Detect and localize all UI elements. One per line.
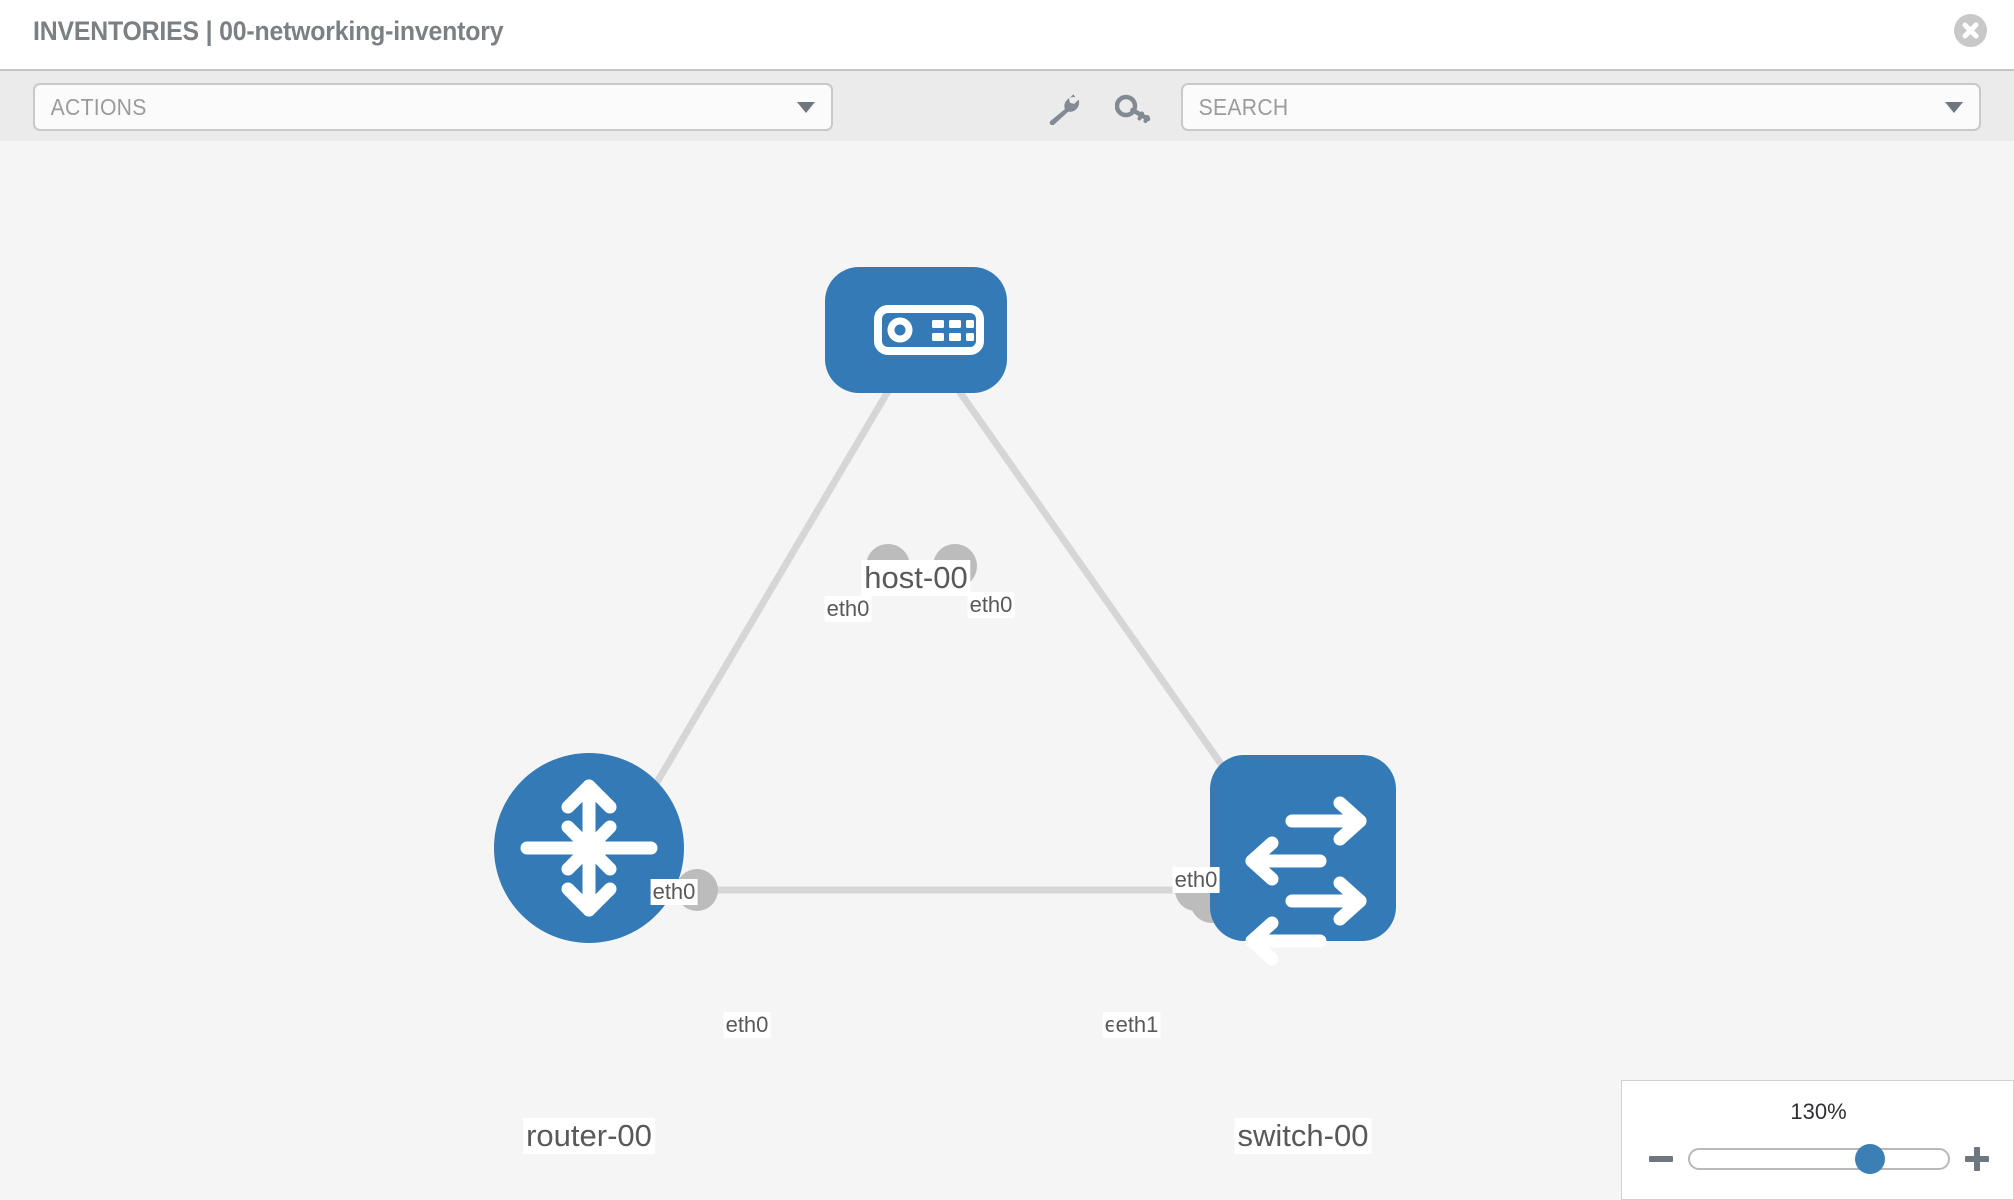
zoom-in-button[interactable]	[1964, 1146, 1990, 1172]
node-label-router: router-00	[523, 1118, 655, 1154]
router-arrows-icon	[520, 779, 658, 917]
search-input[interactable]: SEARCH	[1181, 83, 1981, 131]
topology-graph	[494, 267, 1396, 966]
zoom-slider-row	[1622, 1139, 2014, 1179]
wrench-icon[interactable]	[1045, 93, 1081, 126]
server-icon	[874, 305, 984, 355]
toolbar: ACTIONS SEARCH	[0, 69, 2014, 141]
link-label: eth1	[1113, 1012, 1161, 1038]
link-label: eth0	[824, 596, 872, 622]
close-icon[interactable]	[1954, 14, 1987, 47]
node-router-00[interactable]	[494, 753, 684, 943]
switch-arrows-icon	[1245, 796, 1367, 966]
zoom-level-value: 130%	[1790, 1099, 1847, 1124]
node-host-00[interactable]	[825, 267, 1007, 393]
zoom-out-button[interactable]	[1648, 1146, 1674, 1172]
search-chevron-down-icon	[1945, 102, 1963, 113]
link-label: eth0	[723, 1012, 771, 1038]
zoom-control-panel: 130%	[1621, 1080, 2014, 1200]
node-label-host: host-00	[861, 560, 971, 596]
node-label-switch: switch-00	[1234, 1118, 1372, 1154]
actions-dropdown[interactable]: ACTIONS	[33, 83, 833, 131]
link-host-router	[636, 369, 904, 813]
zoom-slider[interactable]	[1687, 1144, 1950, 1174]
link-label: eth0	[967, 592, 1015, 618]
actions-dropdown-label: ACTIONS	[50, 93, 147, 120]
link-label: eth0	[1172, 867, 1220, 893]
topology-canvas[interactable]: eth0 eth0 eth0 eth0 eth0 eth eth1 host-0…	[0, 141, 2014, 1200]
chevron-down-icon	[797, 102, 815, 113]
node-switch-00[interactable]	[1210, 755, 1396, 966]
link-group	[636, 368, 1243, 894]
key-icon[interactable]	[1114, 93, 1151, 123]
page-title: INVENTORIES | 00-networking-inventory	[33, 16, 504, 46]
zoom-slider-thumb[interactable]	[1855, 1144, 1886, 1174]
link-host-switch	[942, 368, 1243, 794]
search-placeholder-label: SEARCH	[1198, 93, 1289, 120]
page-header: INVENTORIES | 00-networking-inventory	[0, 0, 2014, 69]
link-label: eth0	[650, 879, 698, 905]
